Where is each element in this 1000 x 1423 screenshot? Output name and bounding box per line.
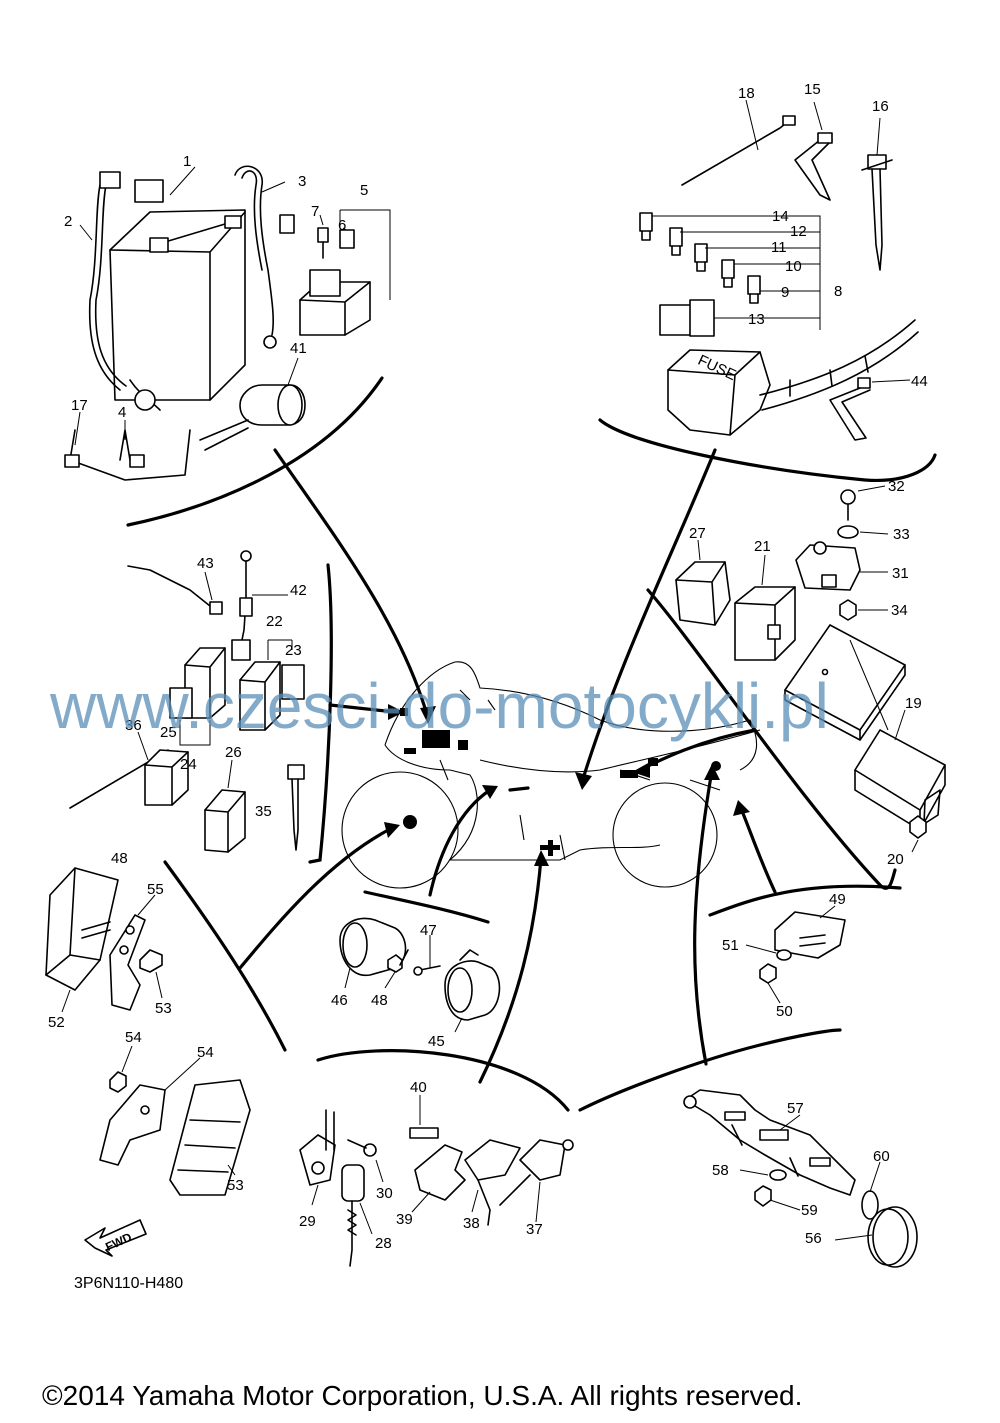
part-label: 22	[266, 613, 283, 630]
part-label: 55	[147, 881, 164, 898]
part-label: 15	[804, 81, 821, 98]
reflector-left-group	[45, 860, 287, 1257]
part-label: 48	[111, 850, 128, 867]
right-module-group	[646, 485, 946, 890]
part-label: 14	[772, 208, 789, 225]
part-label: 6	[338, 217, 346, 234]
part-label: 50	[776, 1003, 793, 1020]
part-label: 51	[722, 937, 739, 954]
part-label: 28	[375, 1235, 392, 1252]
part-label: 16	[872, 98, 889, 115]
part-label: 56	[805, 1230, 822, 1247]
part-label: 34	[891, 602, 908, 619]
part-label: 9	[781, 284, 789, 301]
part-label: 3	[298, 173, 306, 190]
part-label: 47	[420, 922, 437, 939]
part-label: 29	[299, 1213, 316, 1230]
part-label: 23	[285, 642, 302, 659]
part-label: 25	[160, 724, 177, 741]
part-label: 11	[771, 239, 787, 256]
part-label: 53	[155, 1000, 172, 1017]
part-label: 58	[712, 1162, 729, 1179]
part-label: 18	[738, 85, 755, 102]
rear-reflector-group	[708, 884, 902, 1004]
part-label: 21	[754, 538, 771, 555]
part-label: 32	[888, 478, 905, 495]
part-label: 26	[225, 744, 242, 761]
part-label: 2	[64, 213, 72, 230]
part-label: 24	[180, 756, 197, 773]
part-label: 12	[790, 223, 807, 240]
part-label: 53	[227, 1177, 244, 1194]
part-number-labels: 1 2 3 4 5 6 7 8 9 10 11 12 13 14 15 16 1…	[48, 81, 928, 1252]
part-label: 44	[911, 373, 928, 390]
part-label: 33	[893, 526, 910, 543]
part-label: 20	[887, 851, 904, 868]
fuse-group	[598, 99, 937, 483]
switch-group	[299, 1049, 574, 1267]
part-label: 52	[48, 1014, 65, 1031]
diagram-code: 3P6N110-H480	[74, 1275, 183, 1292]
horn-group	[339, 890, 501, 1033]
part-label: 5	[360, 182, 368, 199]
part-label: 45	[428, 1033, 445, 1050]
connector-arrows	[238, 448, 777, 1084]
part-label: 27	[689, 525, 706, 542]
motorcycle-outline	[341, 661, 761, 889]
fwd-arrow-label: FWD	[103, 1230, 134, 1254]
part-label: 36	[125, 717, 142, 734]
part-label: 40	[410, 1079, 427, 1096]
part-label: 43	[197, 555, 214, 572]
left-relay-group	[69, 550, 333, 864]
part-label: 39	[396, 1211, 413, 1228]
part-label: 54	[197, 1044, 214, 1061]
battery-group	[64, 165, 391, 527]
part-label: 4	[118, 404, 126, 421]
part-label: 17	[71, 397, 88, 414]
license-bracket-group	[578, 1028, 918, 1268]
part-label: 54	[125, 1029, 142, 1046]
part-label: 7	[311, 203, 319, 220]
part-label: 35	[255, 803, 272, 820]
part-label: 8	[834, 283, 842, 300]
part-label: 31	[892, 565, 909, 582]
part-label: 37	[526, 1221, 543, 1238]
part-label: 49	[829, 891, 846, 908]
watermark-text: www.czesci-do-motocykli.pl	[49, 670, 829, 742]
part-label: 60	[873, 1148, 890, 1165]
part-label: 38	[463, 1215, 480, 1232]
part-label: 30	[376, 1185, 393, 1202]
part-label: 1	[183, 153, 191, 170]
part-label: 57	[787, 1100, 804, 1117]
part-label: 19	[905, 695, 922, 712]
part-label: 46	[331, 992, 348, 1009]
part-label: 41	[290, 340, 307, 357]
part-label: 42	[290, 582, 307, 599]
part-label: 13	[748, 311, 765, 328]
part-label: 48	[371, 992, 388, 1009]
copyright-notice: ©2014 Yamaha Motor Corporation, U.S.A. A…	[42, 1380, 802, 1411]
part-label: 59	[801, 1202, 818, 1219]
part-label: 10	[785, 258, 802, 275]
